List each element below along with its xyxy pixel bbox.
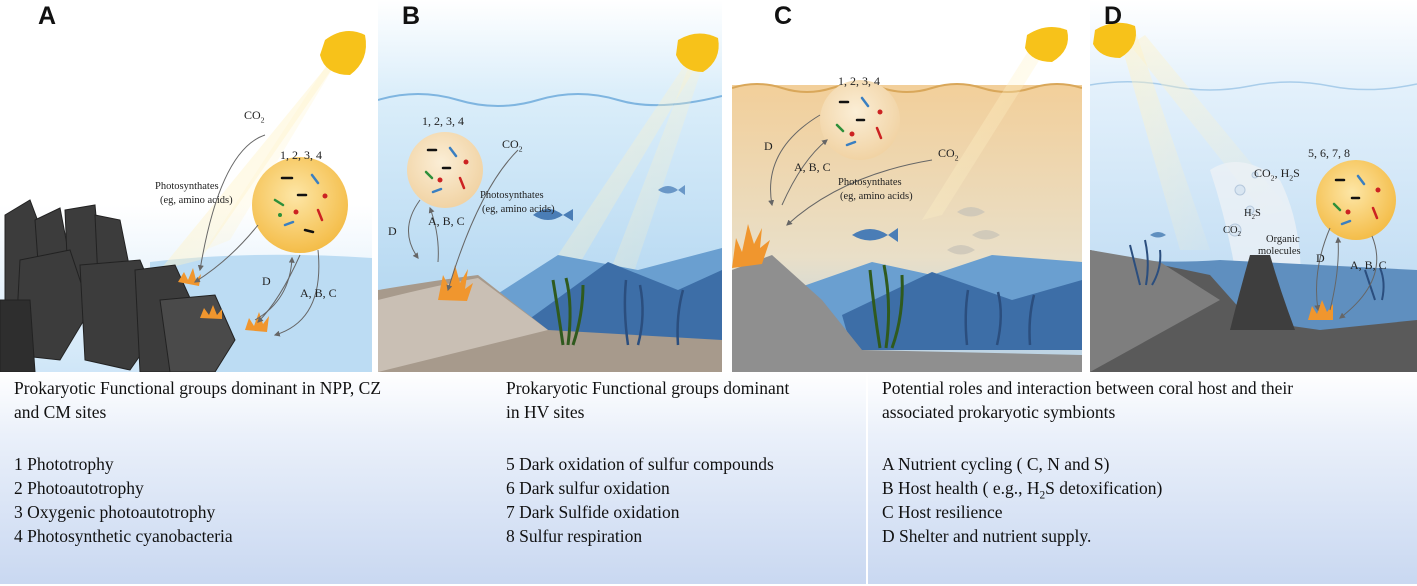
legend-item: 2 Photoautotrophy bbox=[14, 478, 144, 498]
photosynthates-example: (eg, amino acids) bbox=[840, 191, 913, 202]
arrow-label-abc: A, B, C bbox=[300, 286, 337, 300]
molecules-label: molecules bbox=[1258, 246, 1301, 257]
panel-b: B 1, 2, 3, 4 CO2 Photosynthates (eg, ami… bbox=[378, 0, 722, 372]
co2-h2s-label: CO2, H2S bbox=[1254, 166, 1300, 183]
sun-icon bbox=[1093, 22, 1136, 58]
photosynthates-label: Photosynthates bbox=[480, 190, 544, 201]
photosynthates-example: (eg, amino acids) bbox=[160, 195, 233, 206]
panel-label: A bbox=[38, 2, 57, 30]
fish-icon bbox=[658, 185, 685, 195]
seagrass bbox=[868, 264, 904, 349]
panel-label: C bbox=[774, 2, 793, 30]
sun-rays bbox=[1120, 30, 1210, 250]
legend-heading: Prokaryotic Functional groups dominant i… bbox=[506, 376, 852, 424]
seafloor bbox=[732, 255, 1082, 372]
legend-item: 6 Dark sulfur oxidation bbox=[506, 478, 670, 498]
photosynthates-label: Photosynthates bbox=[155, 181, 219, 192]
coral bbox=[732, 224, 770, 268]
arrow-label-abc: A, B, C bbox=[428, 214, 465, 228]
co2-label: CO2 bbox=[244, 108, 265, 125]
sun-icon bbox=[1025, 26, 1068, 62]
h2s-label: H2S bbox=[1244, 208, 1261, 222]
photosynthates-label: Photosynthates bbox=[838, 177, 902, 188]
panel-b-illustration bbox=[378, 0, 722, 372]
wave-line bbox=[378, 93, 722, 107]
functional-group-numbers: 5, 6, 7, 8 bbox=[1308, 146, 1350, 160]
microbe-sphere bbox=[407, 132, 483, 208]
legend-col-1: Prokaryotic Functional groups dominant i… bbox=[0, 372, 496, 584]
arrow-label-d: D bbox=[262, 274, 271, 288]
coral bbox=[1308, 300, 1333, 320]
microbes bbox=[1332, 174, 1381, 226]
legend-heading: Potential roles and interaction between … bbox=[882, 376, 1403, 424]
organic-label: Organic bbox=[1266, 234, 1300, 245]
fish-icon bbox=[533, 209, 573, 221]
arrow-label-d: D bbox=[388, 224, 397, 238]
legend-heading-line: Prokaryotic Functional groups dominant i… bbox=[14, 378, 382, 398]
legend-heading-line: and CM sites bbox=[14, 402, 107, 422]
microbes bbox=[424, 146, 469, 194]
legend-heading-line: in HV sites bbox=[506, 402, 585, 422]
legend-item: C Host resilience bbox=[882, 502, 1003, 522]
arrow-label-abc: A, B, C bbox=[1350, 258, 1387, 272]
panel-c-illustration bbox=[732, 0, 1082, 372]
microbes bbox=[835, 96, 883, 147]
seaweed bbox=[964, 289, 1036, 346]
microbes bbox=[273, 173, 328, 234]
arrow-label-d: D bbox=[1316, 251, 1325, 265]
legend-heading-line: associated prokaryotic symbionts bbox=[882, 402, 1116, 422]
panel-c: C 1, 2, 3, 4 CO2 D A, B, C Photosynthate… bbox=[732, 0, 1082, 372]
sun-rays bbox=[160, 40, 352, 270]
fish-icon bbox=[1200, 265, 1216, 271]
legend-item: A Nutrient cycling ( C, N and S) bbox=[882, 454, 1110, 474]
legend-heading: Prokaryotic Functional groups dominant i… bbox=[14, 376, 482, 424]
legend-item: 7 Dark Sulfide oxidation bbox=[506, 502, 680, 522]
functional-group-numbers: 1, 2, 3, 4 bbox=[422, 114, 464, 128]
panel-label: D bbox=[1104, 2, 1123, 30]
co2-small-label: CO2 bbox=[1223, 225, 1241, 239]
functional-group-numbers: 1, 2, 3, 4 bbox=[280, 148, 322, 162]
legend-item: B Host health ( e.g., H2S detoxification… bbox=[882, 478, 1163, 502]
legend-item: 4 Photosynthetic cyanobacteria bbox=[14, 526, 233, 546]
fish-icon bbox=[852, 228, 898, 242]
panel-label: B bbox=[402, 2, 421, 30]
legend-item: 1 Phototrophy bbox=[14, 454, 114, 474]
panel-d: D 5, 6, 7, 8 CO2, H2S H2S CO2 Organic mo… bbox=[1090, 0, 1417, 372]
legend-heading-line: Prokaryotic Functional groups dominant bbox=[506, 378, 790, 398]
coral bbox=[438, 265, 473, 301]
legend-item: 8 Sulfur respiration bbox=[506, 526, 643, 546]
arrow-label-abc: A, B, C bbox=[794, 160, 831, 174]
arrow-label-d: D bbox=[764, 139, 773, 153]
co2-label: CO2 bbox=[938, 146, 959, 163]
panel-a-illustration bbox=[0, 0, 372, 372]
sun-rays bbox=[528, 38, 713, 300]
legend-col-2: Prokaryotic Functional groups dominant i… bbox=[492, 372, 866, 584]
seaweed bbox=[623, 279, 685, 346]
co2-label: CO2 bbox=[502, 137, 523, 154]
legend-item: 3 Oxygenic photoautotrophy bbox=[14, 502, 216, 522]
panel-a: A CO2 1, 2, 3, 4 Photosynthates (eg, ami… bbox=[0, 0, 372, 372]
microbe-sphere bbox=[252, 157, 348, 253]
volcanic-rocks bbox=[0, 199, 236, 372]
panel-d-illustration bbox=[1090, 0, 1417, 372]
seagrass bbox=[551, 277, 585, 346]
legend-item: 5 Dark oxidation of sulfur compounds bbox=[506, 454, 774, 474]
functional-group-numbers: 1, 2, 3, 4 bbox=[838, 74, 880, 88]
fish-icon bbox=[947, 207, 1000, 255]
legend-col-3: Potential roles and interaction between … bbox=[868, 372, 1417, 584]
legend-item: D Shelter and nutrient supply. bbox=[882, 526, 1092, 546]
sun-icon bbox=[320, 31, 366, 75]
legend-heading-line: Potential roles and interaction between … bbox=[882, 378, 1294, 398]
sun-icon bbox=[676, 33, 719, 72]
bubbles bbox=[1228, 171, 1259, 237]
wave-line bbox=[732, 83, 1082, 93]
fish-icon bbox=[1150, 232, 1166, 238]
sun-rays bbox=[922, 40, 1052, 220]
vent-chimney bbox=[1230, 255, 1295, 330]
photosynthates-example: (eg, amino acids) bbox=[482, 204, 555, 215]
microbe-sphere bbox=[1316, 160, 1396, 240]
